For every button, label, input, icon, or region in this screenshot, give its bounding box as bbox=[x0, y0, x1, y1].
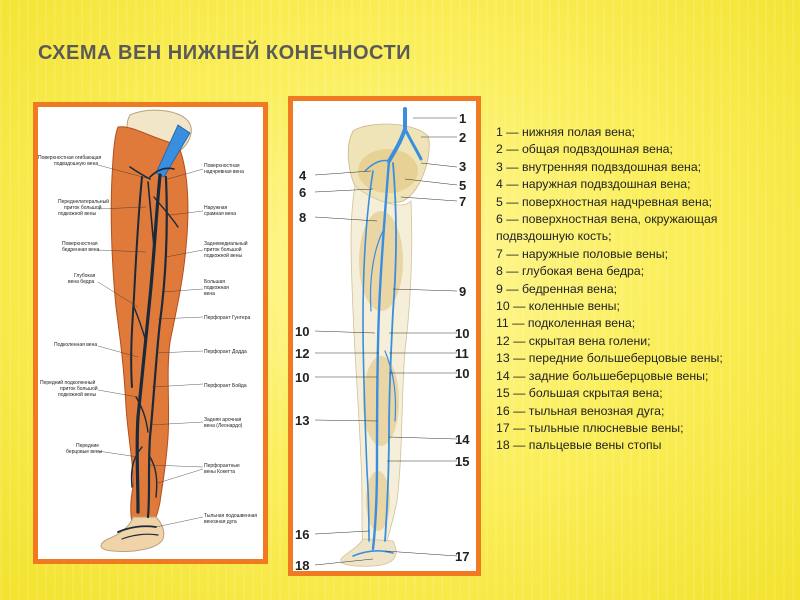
label-posterior-arch-vein: Задняя арочная bbox=[204, 417, 242, 423]
number-label-16: 16 bbox=[295, 527, 309, 542]
legend-item-4: 4 — наружная подвздошная вена; bbox=[496, 177, 691, 192]
label-great-saphenous-vein-2: подкожная bbox=[204, 285, 229, 291]
legend-item-17: 17 — тыльные плюсневые вены; bbox=[496, 420, 684, 435]
label-superficial-circumflex-iliac-vein-2: подвздошную вена bbox=[54, 161, 98, 167]
label-external-pudendal-vein-2: срамная вена bbox=[204, 211, 236, 217]
legend-item-16: 16 — тыльная венозная дуга; bbox=[496, 403, 665, 418]
legend-item-2: 2 — общая подвздошная вена; bbox=[496, 142, 673, 157]
number-label-6: 6 bbox=[299, 185, 306, 200]
label-anterior-popliteal-tributary: Передний подколенный bbox=[40, 379, 96, 386]
number-label-10-right-a: 10 bbox=[455, 326, 469, 341]
legend-item-7: 7 — наружные половые вены; bbox=[496, 246, 668, 261]
legend-item-5: 5 — поверхностная надчревная вена; bbox=[496, 194, 713, 209]
number-label-13: 13 bbox=[295, 413, 309, 428]
label-anterior-popliteal-tributary-2: приток большой bbox=[60, 385, 98, 392]
legend-item-14: 14 — задние большеберцовые вены; bbox=[496, 368, 709, 383]
leg-veins-illustration: Поверхностная огибающая подвздошную вена… bbox=[38, 109, 257, 552]
label-superficial-epigastric-vein: Поверхностная bbox=[204, 163, 240, 169]
label-hunter-perforator: Перфорант Гунтера bbox=[204, 315, 250, 321]
leader-lines bbox=[314, 117, 458, 566]
legend-item-12: 12 — скрытая вена голени; bbox=[496, 333, 651, 348]
right-labels: Поверхностная надчревная вена Наружная с… bbox=[204, 163, 257, 525]
number-label-3: 3 bbox=[459, 159, 466, 174]
label-cockett-perforators: Перфорантные bbox=[204, 463, 240, 469]
label-deep-femoral-vein: Глубокая bbox=[74, 273, 96, 279]
label-dodd-perforator: Перфорант Додда bbox=[204, 349, 247, 355]
legend-item-8: 8 — глубокая вена бедра; bbox=[496, 264, 645, 279]
label-dorsal-plantar-arch-2: венозная дуга bbox=[204, 519, 237, 525]
number-label-10-right-b: 10 bbox=[455, 366, 469, 381]
label-popliteal-vein: Подколенная вена bbox=[54, 342, 97, 348]
label-superficial-epigastric-vein-2: надчревная вена bbox=[204, 169, 244, 175]
leg-silhouette bbox=[110, 126, 189, 526]
label-anterior-tibial-veins: Передние bbox=[76, 443, 99, 449]
legend-item-1: 1 — нижняя полая вена; bbox=[496, 125, 635, 139]
number-label-10-left-a: 10 bbox=[295, 324, 309, 339]
legend-item-10: 10 — коленные вены; bbox=[496, 299, 620, 314]
label-superficial-circumflex-iliac-vein: Поверхностная огибающая bbox=[38, 155, 102, 161]
vein-network bbox=[117, 166, 179, 540]
label-posteromedial-tributary: Заднемедиальный bbox=[204, 240, 248, 247]
legend-item-3: 3 — внутренняя подвздошная вена; bbox=[496, 159, 702, 174]
number-labels-right: 1 2 3 5 7 9 10 11 10 14 15 17 bbox=[455, 111, 470, 564]
legend-item-9: 9 — бедренная вена; bbox=[496, 281, 618, 296]
number-label-17: 17 bbox=[455, 549, 469, 564]
label-external-pudendal-vein: Наружная bbox=[204, 205, 228, 211]
label-great-saphenous-vein: Большая bbox=[204, 279, 225, 285]
number-label-4: 4 bbox=[299, 168, 307, 183]
number-label-5: 5 bbox=[459, 178, 466, 193]
left-labels: Поверхностная огибающая подвздошную вена… bbox=[38, 155, 109, 455]
label-boyd-perforator: Перфорант Бойда bbox=[204, 382, 247, 389]
legend-item-6: 6 — поверхностная вена, окружающая подвз… bbox=[496, 212, 718, 244]
number-label-11: 11 bbox=[455, 346, 469, 361]
legend-item-11: 11 — подколенная вена; bbox=[496, 316, 636, 331]
legend-item-13: 13 — передние большеберцовые вены; bbox=[496, 351, 723, 366]
legend-item-15: 15 — большая скрытая вена; bbox=[496, 386, 663, 401]
number-label-14: 14 bbox=[455, 432, 470, 447]
label-superficial-femoral-vein: Поверхностная bbox=[62, 241, 98, 247]
label-posteromedial-tributary-3: подкожной вены bbox=[204, 252, 242, 259]
slide-title: СХЕМА ВЕН НИЖНЕЙ КОНЕЧНОСТИ bbox=[38, 42, 412, 64]
number-label-10-left-b: 10 bbox=[295, 370, 309, 385]
label-anterolateral-tributary-3: подкожной вены bbox=[58, 210, 96, 217]
label-posteromedial-tributary-2: приток большой bbox=[204, 246, 242, 253]
foot-shape bbox=[340, 538, 397, 567]
label-anterolateral-tributary-2: приток большой bbox=[64, 204, 102, 211]
number-label-7: 7 bbox=[459, 194, 466, 209]
blue-vein-network bbox=[352, 107, 423, 557]
leader-lines bbox=[97, 164, 204, 528]
number-label-12: 12 bbox=[295, 346, 309, 361]
label-great-saphenous-vein-3: вена bbox=[204, 291, 215, 297]
number-label-2: 2 bbox=[459, 130, 466, 145]
legend-list: 1 — нижняя полая вена; 2 — общая подвздо… bbox=[496, 124, 796, 455]
label-anterior-tibial-veins-2: берцовые вены bbox=[66, 449, 103, 455]
number-label-1: 1 bbox=[459, 111, 466, 126]
label-cockett-perforators-2: вены Кокетта bbox=[204, 469, 235, 475]
label-posterior-arch-vein-2: вена (Леонардо) bbox=[204, 423, 243, 429]
label-dorsal-plantar-arch: Тыльная подошвенная bbox=[204, 513, 257, 519]
label-anterior-popliteal-tributary-3: подкожной вены bbox=[58, 391, 96, 398]
number-label-15: 15 bbox=[455, 454, 469, 469]
numbered-veins-illustration: 1 2 3 5 7 9 10 11 10 14 15 17 4 6 8 10 1… bbox=[295, 107, 470, 571]
label-deep-femoral-vein-2: вена бедра bbox=[68, 279, 94, 285]
label-superficial-femoral-vein-2: бедренная вена bbox=[62, 247, 99, 253]
left-anatomy-figure: Поверхностная огибающая подвздошную вена… bbox=[33, 102, 268, 564]
number-label-18: 18 bbox=[295, 558, 309, 571]
number-label-8: 8 bbox=[299, 210, 306, 225]
number-labels-left: 4 6 8 10 12 10 13 16 18 bbox=[295, 168, 309, 571]
label-anterolateral-tributary: Переднелатеральный bbox=[58, 198, 109, 205]
legend-item-18: 18 — пальцевые вены стопы bbox=[496, 438, 662, 453]
blue-vessel bbox=[155, 124, 191, 178]
right-anatomy-figure: 1 2 3 5 7 9 10 11 10 14 15 17 4 6 8 10 1… bbox=[288, 96, 481, 576]
number-label-9: 9 bbox=[459, 284, 466, 299]
